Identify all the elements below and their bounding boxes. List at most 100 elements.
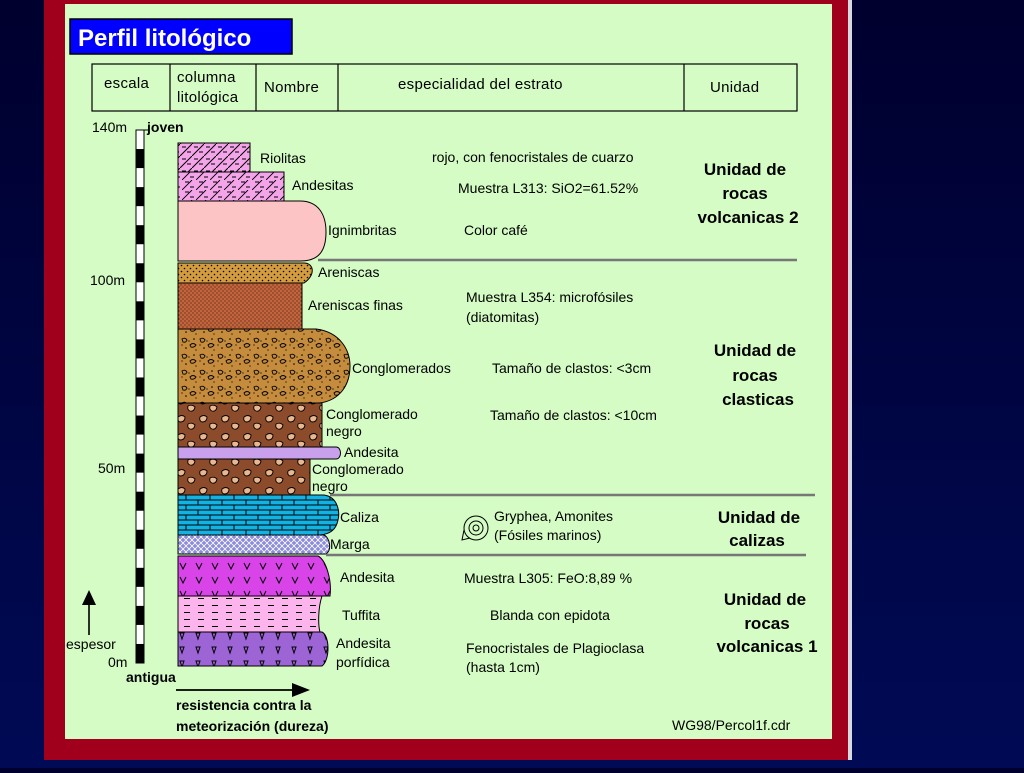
- frame-edge: [848, 0, 852, 760]
- desc-tuffita: Blanda con epidota: [490, 607, 610, 623]
- scale-label-100m: 100m: [90, 272, 125, 288]
- scale-segment: [136, 225, 144, 245]
- name-andesita-porfidica-2: porfídica: [336, 654, 390, 670]
- unit-calizas-line2: calizas: [729, 531, 785, 550]
- name-andesita: Andesita: [344, 444, 399, 460]
- scale-segment: [136, 339, 144, 359]
- name-andesitas: Andesitas: [292, 177, 353, 193]
- stratum-riolitas: [177, 142, 251, 173]
- unit-clasticas-line1: Unidad de: [714, 341, 796, 360]
- header-especialidad: especialidad del estrato: [398, 76, 563, 93]
- file-name: WG98/Percol1f.cdr: [672, 717, 791, 733]
- stratum-andesitas: [177, 171, 285, 202]
- page-title: Perfil litológico: [78, 25, 251, 52]
- desc-conglomerados: Tamaño de clastos: <3cm: [492, 360, 651, 376]
- desc-areniscas-finas: Muestra L354: microfósiles: [466, 289, 633, 305]
- name-marga: Marga: [330, 536, 370, 552]
- units: Unidad de rocas volcanicas 2 Unidad de r…: [697, 160, 817, 656]
- arrow-up-icon: [82, 590, 96, 605]
- stratum-tuffita: [177, 595, 323, 633]
- desc-andesita-porfidica: Fenocristales de Plagioclasa: [466, 640, 644, 656]
- stratum-conglomerados: [177, 328, 351, 404]
- strata-names: Riolitas Andesitas Ignimbritas Areniscas…: [260, 150, 451, 670]
- name-andesita-porfidica: Andesita: [336, 635, 391, 651]
- scale-segment: [136, 187, 144, 207]
- scale-segment: [136, 491, 144, 511]
- header-nombre: Nombre: [264, 79, 319, 96]
- name-conglomerados: Conglomerados: [352, 360, 451, 376]
- name-caliza: Caliza: [340, 509, 379, 525]
- desc-caliza-2: (Fósiles marinos): [494, 527, 601, 543]
- hardness-label-2: meteorización (dureza): [176, 718, 328, 734]
- desc-riolitas: rojo, con fenocristales de cuarzo: [432, 149, 634, 165]
- unit-calizas-line1: Unidad de: [718, 508, 800, 527]
- name-riolitas: Riolitas: [260, 150, 306, 166]
- desc-caliza: Gryphea, Amonites: [494, 508, 613, 524]
- stratum-andesita-volcanicas-1: [177, 555, 331, 597]
- unit-volcanicas-1-line3: volcanicas 1: [716, 637, 817, 656]
- header-columna-2: litológica: [177, 89, 239, 106]
- scale-bottom-antigua: antigua: [126, 669, 176, 685]
- scale-label-140m: 140m: [92, 119, 127, 135]
- name-conglomerado-negro-b-2: negro: [312, 478, 348, 494]
- desc-andesita-volc1: Muestra L305: FeO:8,89 %: [464, 570, 632, 586]
- unit-volcanicas-1-line1: Unidad de: [724, 590, 806, 609]
- ammonite-icon: [461, 515, 489, 541]
- lithologic-column: [177, 142, 351, 667]
- strata-descriptions: rojo, con fenocristales de cuarzo Muestr…: [432, 149, 657, 675]
- name-conglomerado-negro-2: negro: [326, 423, 362, 439]
- unit-volcanicas-1-line2: rocas: [744, 614, 789, 633]
- title-box: [69, 18, 293, 55]
- scale-segment: [136, 149, 144, 169]
- stratum-conglomerado-negro: [177, 402, 323, 448]
- unit-clasticas-line3: clasticas: [722, 390, 794, 409]
- desc-ignimbritas: Color café: [464, 222, 528, 238]
- thickness-scale: 140m joven 100m 50m 0m antigua espesor: [66, 119, 184, 685]
- stratum-areniscas-finas: [177, 282, 303, 330]
- scale-espesor: espesor: [66, 636, 116, 652]
- arrow-right-icon: [292, 683, 310, 697]
- stratum-ignimbritas: [177, 200, 327, 262]
- unit-clasticas-line2: rocas: [732, 366, 777, 385]
- header-escala: escala: [104, 75, 150, 92]
- desc-andesitas: Muestra L313: SiO2=61.52%: [458, 180, 638, 196]
- scale-segment: [136, 301, 144, 321]
- desc-andesita-porfidica-2: (hasta 1cm): [466, 659, 540, 675]
- stratum-caliza: [177, 494, 340, 536]
- scale-segment: [136, 263, 144, 283]
- header-unidad: Unidad: [710, 79, 759, 96]
- scale-segment: [136, 453, 144, 473]
- stratum-areniscas: [177, 262, 313, 284]
- name-andesita-volc1: Andesita: [340, 569, 395, 585]
- name-areniscas: Areniscas: [318, 264, 379, 280]
- scale-label-50m: 50m: [98, 460, 125, 476]
- desc-conglomerado-negro: Tamaño de clastos: <10cm: [490, 407, 657, 423]
- unit-volcanicas-2-line2: rocas: [722, 184, 767, 203]
- name-conglomerado-negro-b: Conglomerado: [312, 461, 404, 477]
- scale-segment: [136, 605, 144, 625]
- header-columna: columna: [177, 69, 236, 86]
- hardness-label-1: resistencia contra la: [176, 697, 312, 713]
- scale-segment: [136, 529, 144, 549]
- scale-segment: [136, 643, 144, 663]
- stratum-andesita: [177, 446, 341, 460]
- scale-segment: [136, 415, 144, 435]
- scale-top-joven: joven: [146, 119, 184, 135]
- stratum-andesita-porfidica: [177, 631, 329, 667]
- name-areniscas-finas: Areniscas finas: [308, 297, 403, 313]
- scale-bar-segments: [136, 149, 144, 663]
- name-tuffita: Tuffita: [342, 607, 380, 623]
- scale-segment: [136, 567, 144, 587]
- scale-label-0m: 0m: [108, 654, 127, 670]
- unit-volcanicas-2-line1: Unidad de: [704, 160, 786, 179]
- header-table: escala columna litológica Nombre especia…: [91, 63, 798, 112]
- stratum-marga: [177, 534, 331, 555]
- stratum-conglomerado-negro-2: [177, 458, 311, 496]
- desc-areniscas-finas-2: (diatomitas): [466, 309, 539, 325]
- unit-volcanicas-2-line3: volcanicas 2: [697, 208, 798, 227]
- scale-segment: [136, 377, 144, 397]
- name-conglomerado-negro: Conglomerado: [326, 406, 418, 422]
- name-ignimbritas: Ignimbritas: [328, 222, 396, 238]
